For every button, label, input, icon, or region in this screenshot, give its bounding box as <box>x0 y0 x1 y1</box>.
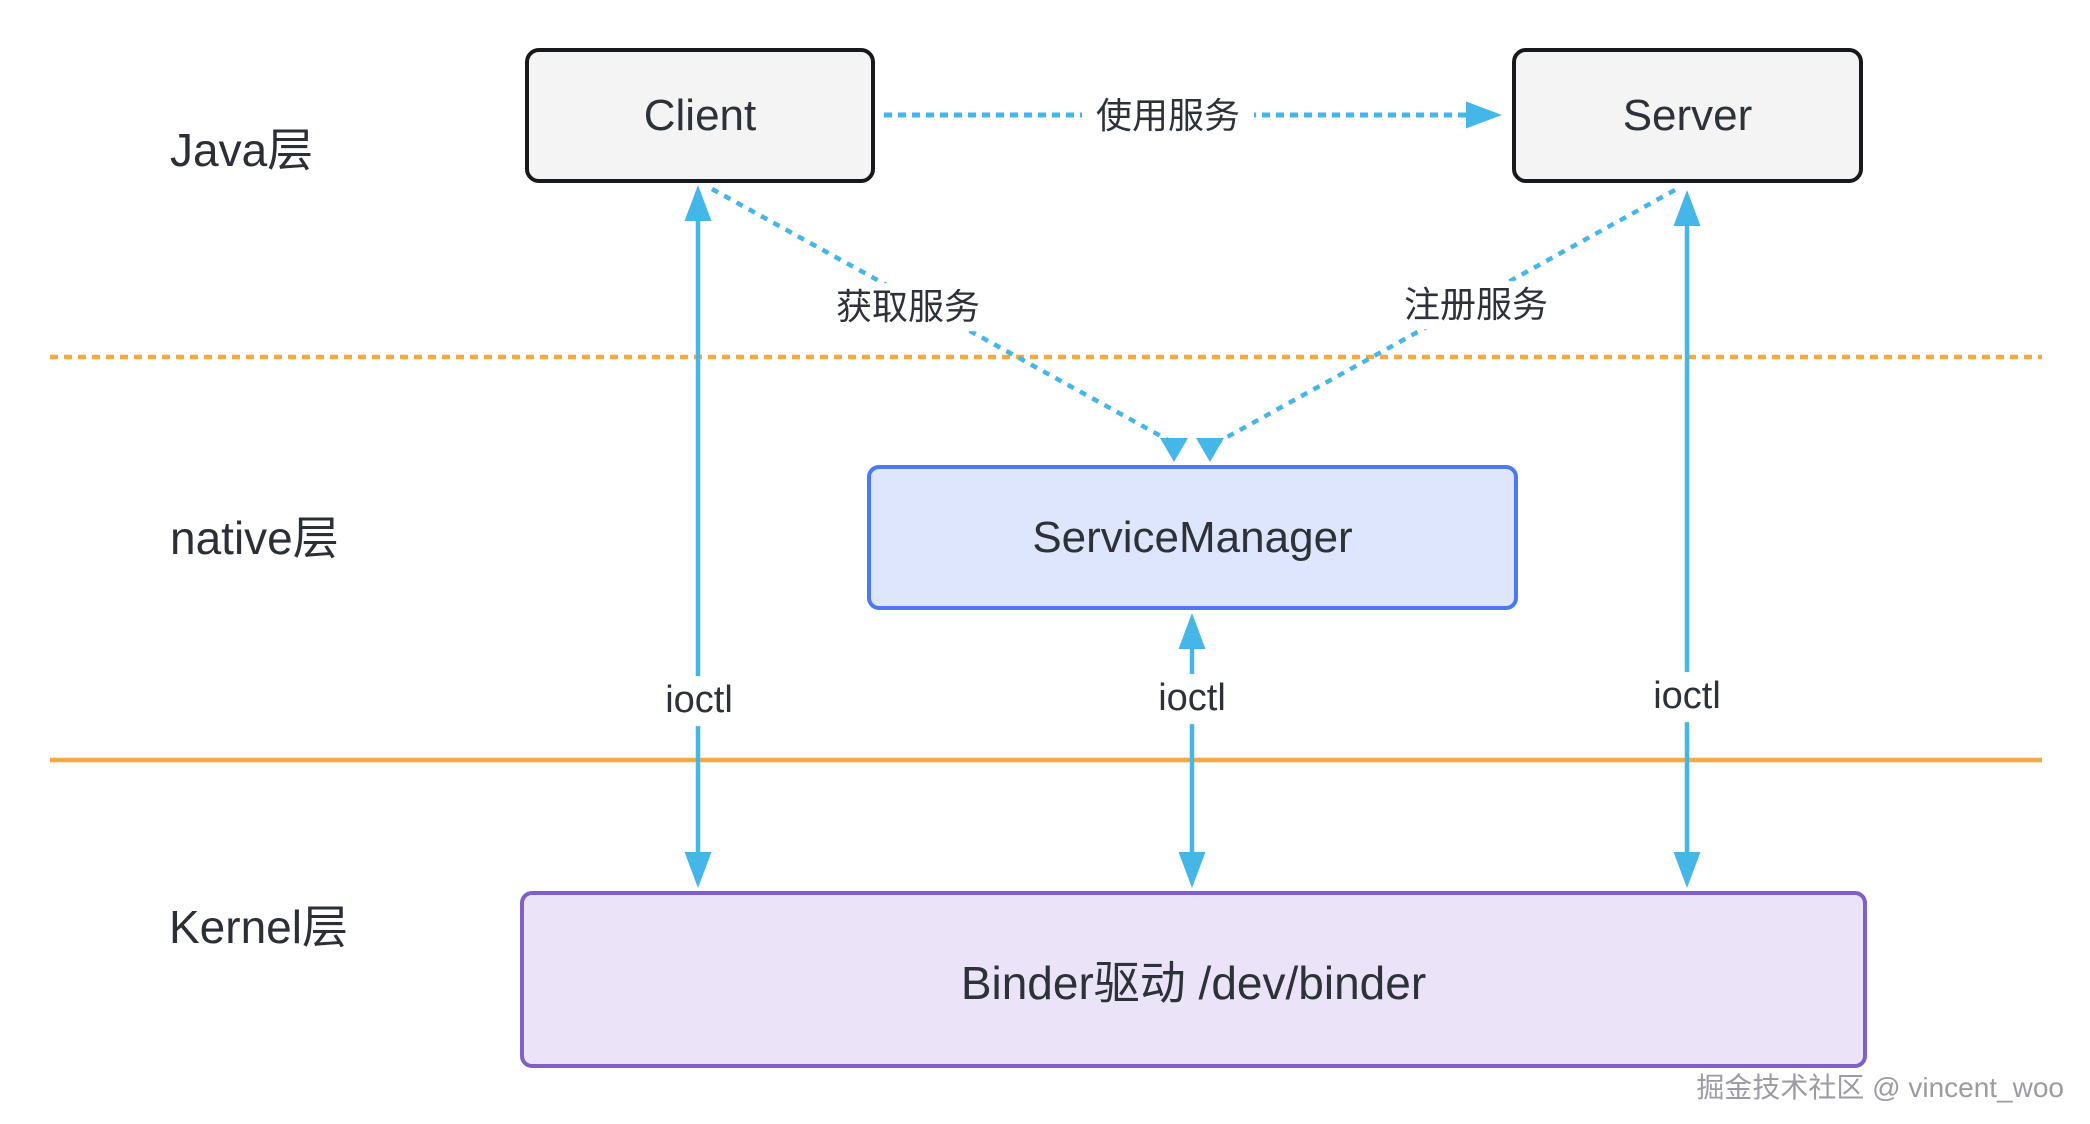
layer-label-kernel: Kernel层 <box>169 901 348 953</box>
ioctl-service-manager-edge-label: ioctl <box>1146 674 1238 724</box>
use-service-arrowhead <box>1466 101 1502 129</box>
ioctl-server-arrowhead-up <box>1673 190 1701 226</box>
service-manager-node: ServiceManager <box>867 465 1518 610</box>
get-service-line <box>710 187 1170 442</box>
ioctl-client-arrowhead-down <box>684 852 712 888</box>
register-service-line <box>1218 188 1677 443</box>
client-node-label: Client <box>643 90 757 140</box>
server-node: Server <box>1512 48 1863 183</box>
use-service-edge-label: 使用服务 <box>1081 92 1255 140</box>
client-node: Client <box>525 48 875 183</box>
binder-driver-node: Binder驱动 /dev/binder <box>520 891 1867 1068</box>
ioctl-server-edge-label: ioctl <box>1641 672 1733 722</box>
watermark: 掘金技术社区 @ vincent_woo <box>1696 1072 2064 1103</box>
ioctl-server-arrowhead-down <box>1673 852 1701 888</box>
ioctl-client-arrowhead-up <box>684 185 712 221</box>
ioctl-service-manager-arrowhead-down <box>1178 852 1206 888</box>
get-service-edge-label: 获取服务 <box>821 283 995 331</box>
layer-label-java: Java层 <box>170 124 314 176</box>
register-service-edge-label: 注册服务 <box>1389 281 1563 329</box>
ioctl-client-edge-label: ioctl <box>653 676 745 726</box>
ioctl-service-manager-arrowhead-up <box>1178 613 1206 649</box>
register-service-arrowhead <box>1196 438 1224 462</box>
service-manager-node-label: ServiceManager <box>1032 512 1353 562</box>
get-service-arrowhead <box>1160 438 1188 462</box>
binder-driver-node-label: Binder驱动 /dev/binder <box>960 956 1427 1009</box>
server-node-label: Server <box>1622 90 1753 140</box>
layer-label-native: native层 <box>170 512 339 564</box>
